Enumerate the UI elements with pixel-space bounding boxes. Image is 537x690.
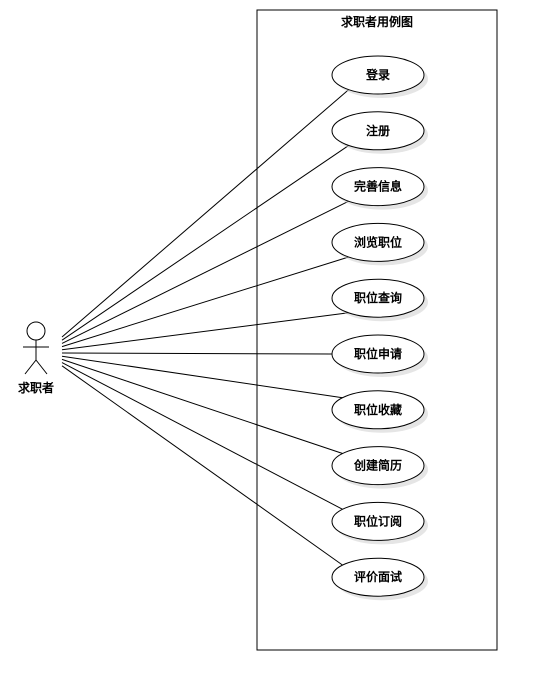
use-case-label: 职位申请 (354, 346, 402, 361)
use-case: 浏览职位 (331, 222, 428, 266)
use-case-ellipse (331, 334, 425, 374)
use-case: 创建简历 (331, 446, 428, 489)
use-case-label: 职位收藏 (354, 402, 402, 417)
use-case: 职位收藏 (331, 390, 428, 433)
association-line (61, 352, 333, 355)
use-case-label: 职位查询 (354, 290, 402, 305)
use-case-label: 注册 (366, 123, 390, 138)
actor: 求职者 (18, 321, 54, 395)
use-case: 职位申请 (331, 334, 428, 377)
use-case-ellipse (331, 557, 425, 597)
use-case-label: 评价面试 (354, 569, 402, 584)
association-lines (61, 89, 350, 566)
use-case-ellipse (331, 278, 425, 318)
actor-head (26, 321, 46, 341)
use-case-ellipse (331, 111, 425, 151)
association-line (61, 365, 343, 566)
association-line (61, 312, 349, 351)
use-case: 登录 (331, 55, 428, 98)
use-case-label: 浏览职位 (354, 234, 402, 249)
association-line (61, 144, 349, 341)
use-case: 评价面试 (331, 557, 428, 601)
use-case-ellipse (331, 390, 425, 430)
association-line (61, 200, 349, 344)
use-case-label: 职位订阅 (354, 513, 402, 528)
use-case-label: 创建简历 (353, 458, 402, 473)
system-boundary (256, 9, 498, 651)
association-line (61, 355, 343, 399)
actor-name: 求职者 (18, 380, 54, 395)
use-case: 职位查询 (331, 278, 428, 322)
association-line (61, 362, 343, 510)
actor-right-leg (35, 359, 48, 375)
association-line (61, 256, 349, 348)
system-title: 求职者用例图 (341, 14, 413, 29)
use-case-label: 完善信息 (354, 179, 402, 194)
use-case: 完善信息 (331, 167, 428, 210)
use-case-ellipse (331, 446, 425, 486)
use-case-ellipse (331, 55, 425, 95)
actor-left-leg (24, 359, 37, 375)
use-case-label: 登录 (365, 67, 390, 82)
association-line (61, 358, 343, 454)
use-case: 注册 (331, 111, 428, 154)
use-case-ellipse (331, 222, 425, 262)
association-line (61, 89, 350, 338)
use-case-ellipse (331, 501, 425, 541)
use-case: 职位订阅 (331, 501, 428, 545)
use-case-ellipse (331, 167, 425, 207)
